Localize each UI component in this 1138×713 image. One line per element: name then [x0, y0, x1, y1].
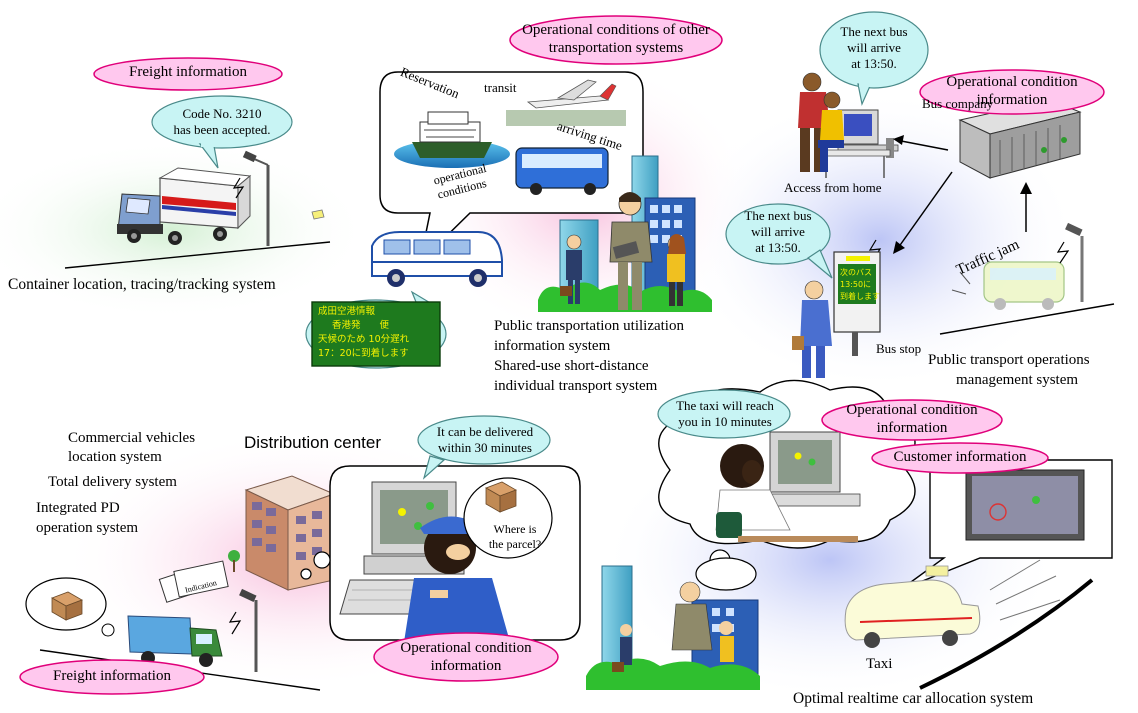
label-bg-op-other — [509, 15, 723, 65]
caption-integrated-line2: operation system — [36, 520, 139, 536]
label-bg-freight-top — [93, 57, 283, 91]
caption-shared-line2: individual transport system — [494, 378, 658, 394]
label-freight-info-bottom: Freight information — [53, 668, 171, 684]
woman-figure-center — [667, 234, 686, 306]
label-bg-freight-bottom — [19, 659, 205, 695]
man-with-briefcase-center — [560, 234, 582, 304]
container-truck-illustration — [117, 167, 252, 245]
bubble-delivered-line2: within 30 minutes — [438, 440, 532, 455]
blue-bus-illustration — [515, 147, 609, 195]
label-op-cond-bottomright-line2: information — [876, 420, 948, 436]
bubble-code-line1: Code No. 3210 — [182, 106, 262, 121]
bubble-parcel-line1: Where is — [493, 522, 537, 536]
caption-total-delivery: Total delivery system — [48, 474, 177, 490]
sign-board-bubble — [305, 290, 447, 369]
bubble-code-accepted — [151, 95, 293, 149]
label-op-other-line2: transportation systems — [548, 40, 684, 56]
road-line-container — [64, 241, 331, 269]
label-bg-op-bottomright — [821, 399, 1003, 441]
caption-taxi: Taxi — [866, 656, 893, 672]
sign-board-line3: 天候のため 10分遅れ — [318, 334, 410, 345]
bubble-next-bus-stop-line1: The next bus — [744, 208, 812, 223]
bubble-next-bus-top-line3: at 13:50. — [851, 56, 897, 71]
businessman-with-tablet — [609, 192, 653, 310]
bubble-delivered — [417, 415, 551, 480]
sign-board-line4: 17：20に到着します — [318, 348, 409, 359]
caption-integrated-line1: Integrated PD — [36, 500, 120, 516]
bus-stop-display-line1: 次のバス — [840, 268, 872, 277]
label-freight-info-top: Freight information — [129, 64, 247, 80]
caption-commercial-line2: location system — [68, 449, 162, 465]
freight-tag-icon — [311, 209, 325, 220]
ferry-illustration — [394, 111, 510, 168]
label-op-cond-topright-line2: information — [976, 92, 1048, 108]
bus-stop-sign — [833, 251, 881, 356]
caption-access-home: Access from home — [784, 180, 882, 195]
caption-container: Container location, tracing/tracking sys… — [8, 276, 276, 293]
sign-board-line2: 香港発 便 — [332, 320, 390, 331]
bubble-next-bus-top-line2: will arrive — [847, 40, 901, 55]
bubble-delivered-line1: It can be delivered — [436, 424, 534, 439]
airplane-illustration — [506, 79, 626, 126]
bubble-taxi-reach — [657, 389, 791, 439]
caption-ptoms-line2: management system — [956, 372, 1079, 388]
bubble-next-bus-stop-line3: at 13:50. — [755, 240, 801, 255]
caption-public-util-line2: information system — [494, 338, 611, 354]
bubble-parcel-line2: the parcel? — [488, 537, 542, 551]
caption-shared-line1: Shared-use short-distance — [494, 358, 649, 374]
label-bg-customer — [871, 442, 1049, 474]
arrows-bus-company — [893, 135, 1032, 254]
caption-optimal: Optimal realtime car allocation system — [793, 690, 1034, 707]
bubble-taxi-line2: you in 10 minutes — [678, 414, 772, 429]
buildings-taxi-scene — [586, 557, 760, 690]
label-op-cond-center-line1: Operational condition — [400, 640, 532, 656]
glow-freight — [0, 140, 370, 320]
roadside-antenna-pole-1 — [232, 150, 270, 246]
caption-distribution-center: Distribution center — [244, 433, 382, 452]
bus-stop-display-line2: 13:50に — [840, 280, 872, 289]
people-at-computer — [798, 72, 899, 178]
bubble-code-line2: has been accepted. — [173, 122, 271, 137]
caption-bus-stop: Bus stop — [876, 341, 922, 356]
traffic-jam-scene — [939, 222, 1115, 335]
indication-cards — [158, 560, 229, 603]
bubble-next-bus-top-line1: The next bus — [840, 24, 908, 39]
label-op-other-line1: Operational conditions of other — [522, 22, 710, 38]
parcel-thought-bottomleft — [25, 577, 115, 637]
delivery-worker-illustration — [404, 516, 510, 642]
bubble-next-bus-top — [819, 11, 929, 106]
taxi-callout-bubble — [899, 459, 1113, 591]
parcel-thought-cloud — [463, 477, 553, 559]
caption-bus-company: Bus company — [922, 96, 994, 111]
label-customer-info: Customer information — [893, 449, 1027, 465]
thought-word-transit: transit — [484, 80, 517, 95]
caption-ptoms-line1: Public transport operations — [928, 352, 1090, 368]
label-bg-op-topright — [919, 69, 1105, 115]
operator-at-computer — [715, 431, 861, 542]
bubble-next-bus-stop — [725, 203, 833, 279]
taxi-illustration — [844, 559, 1061, 648]
minibus-illustration — [371, 231, 503, 287]
caption-commercial-line1: Commercial vehicles — [68, 430, 196, 446]
bus-stop-display-line3: 到着します — [840, 292, 880, 301]
sign-board-line1: 成田空港情報 — [318, 306, 376, 317]
label-op-cond-topright-line1: Operational condition — [946, 74, 1078, 90]
taxi-road-curve — [919, 578, 1094, 690]
label-op-cond-bottomright-line1: Operational condition — [846, 402, 978, 418]
bubble-taxi-line1: The taxi will reach — [676, 398, 774, 413]
label-op-cond-center-line2: information — [430, 658, 502, 674]
bubble-next-bus-stop-line2: will arrive — [751, 224, 805, 239]
man-at-bus-stop — [792, 280, 832, 378]
label-bg-op-center — [373, 632, 559, 682]
caption-public-util-line1: Public transportation utilization — [494, 318, 684, 334]
